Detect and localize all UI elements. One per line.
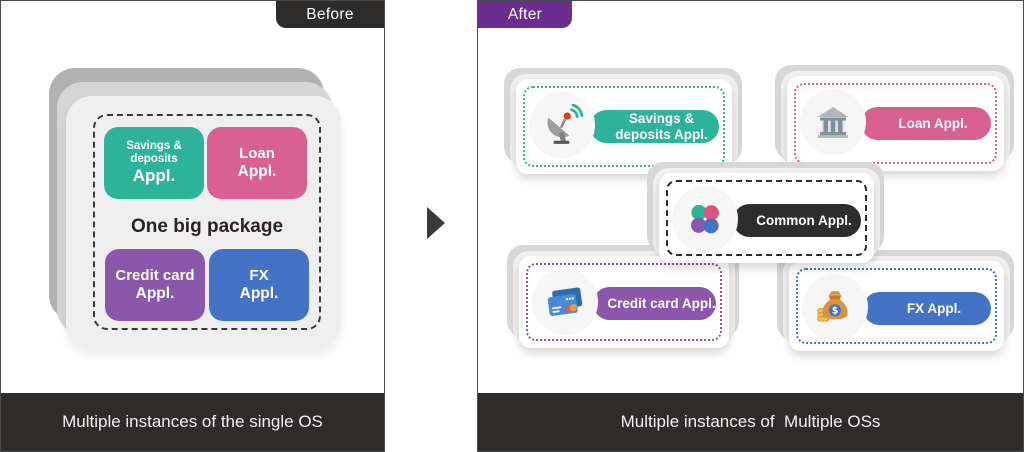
money-bag-icon: $ [802,274,868,340]
single-os-card: Savings & deposits Appl. Loan Appl. One … [66,96,341,349]
savings-pill: Savings & deposits Appl. [590,110,719,143]
credit-card-pill: Credit card Appl. [593,287,716,320]
package-boundary: Savings & deposits Appl. Loan Appl. One … [93,114,321,330]
app-cluster-icon [672,186,738,252]
before-badge: Before [276,1,384,28]
satellite-dish-icon [529,92,595,158]
credit-card-icon [532,269,598,335]
fx-card-front: $ FX Appl. [789,261,1004,351]
credit-card-front: Credit card Appl. [519,256,729,348]
before-panel: Before Savings & deposits Appl. Loan App… [0,0,385,452]
loan-app-box: Loan Appl. [207,127,307,199]
fx-app-suffix: Appl. [239,284,279,302]
savings-app-label: Savings & deposits [126,140,182,166]
after-panel: After Savings & deposits Appl [477,0,1024,452]
fx-app-box: FX Appl. [209,249,309,321]
savings-os-card: Savings & deposits Appl. [504,68,742,174]
loan-card-front: Loan Appl. [787,76,1004,171]
loan-pill: Loan Appl. [861,107,991,140]
after-badge: After [478,1,572,28]
loan-app-label: Loan [239,145,275,163]
fx-app-label: FX [249,267,269,285]
savings-app-box: Savings & deposits Appl. [104,127,204,199]
fx-pill: FX Appl. [863,292,991,325]
loan-os-card: Loan Appl. [775,65,1014,171]
right-arrow-icon [427,207,445,239]
common-pill: Common Appl. [733,204,861,237]
common-card-front: Common Appl. [659,173,874,263]
common-os-card: Common Appl. [647,162,884,263]
savings-card-front: Savings & deposits Appl. [516,79,732,174]
credit-card-app-suffix: Appl. [135,284,175,302]
bank-icon [800,89,866,155]
after-caption: Multiple instances of Multiple OSs [478,393,1023,451]
credit-card-app-box: Credit card Appl. [105,249,205,321]
credit-card-os-card: Credit card Appl. [507,245,739,348]
package-title: One big package [130,216,284,237]
fx-os-card: $ FX Appl. [777,250,1014,351]
loan-app-suffix: Appl. [237,162,277,180]
before-caption: Multiple instances of the single OS [1,393,384,451]
savings-app-suffix: Appl. [132,166,176,186]
credit-card-app-label: Credit card [115,267,195,285]
svg-text:$: $ [832,306,839,317]
